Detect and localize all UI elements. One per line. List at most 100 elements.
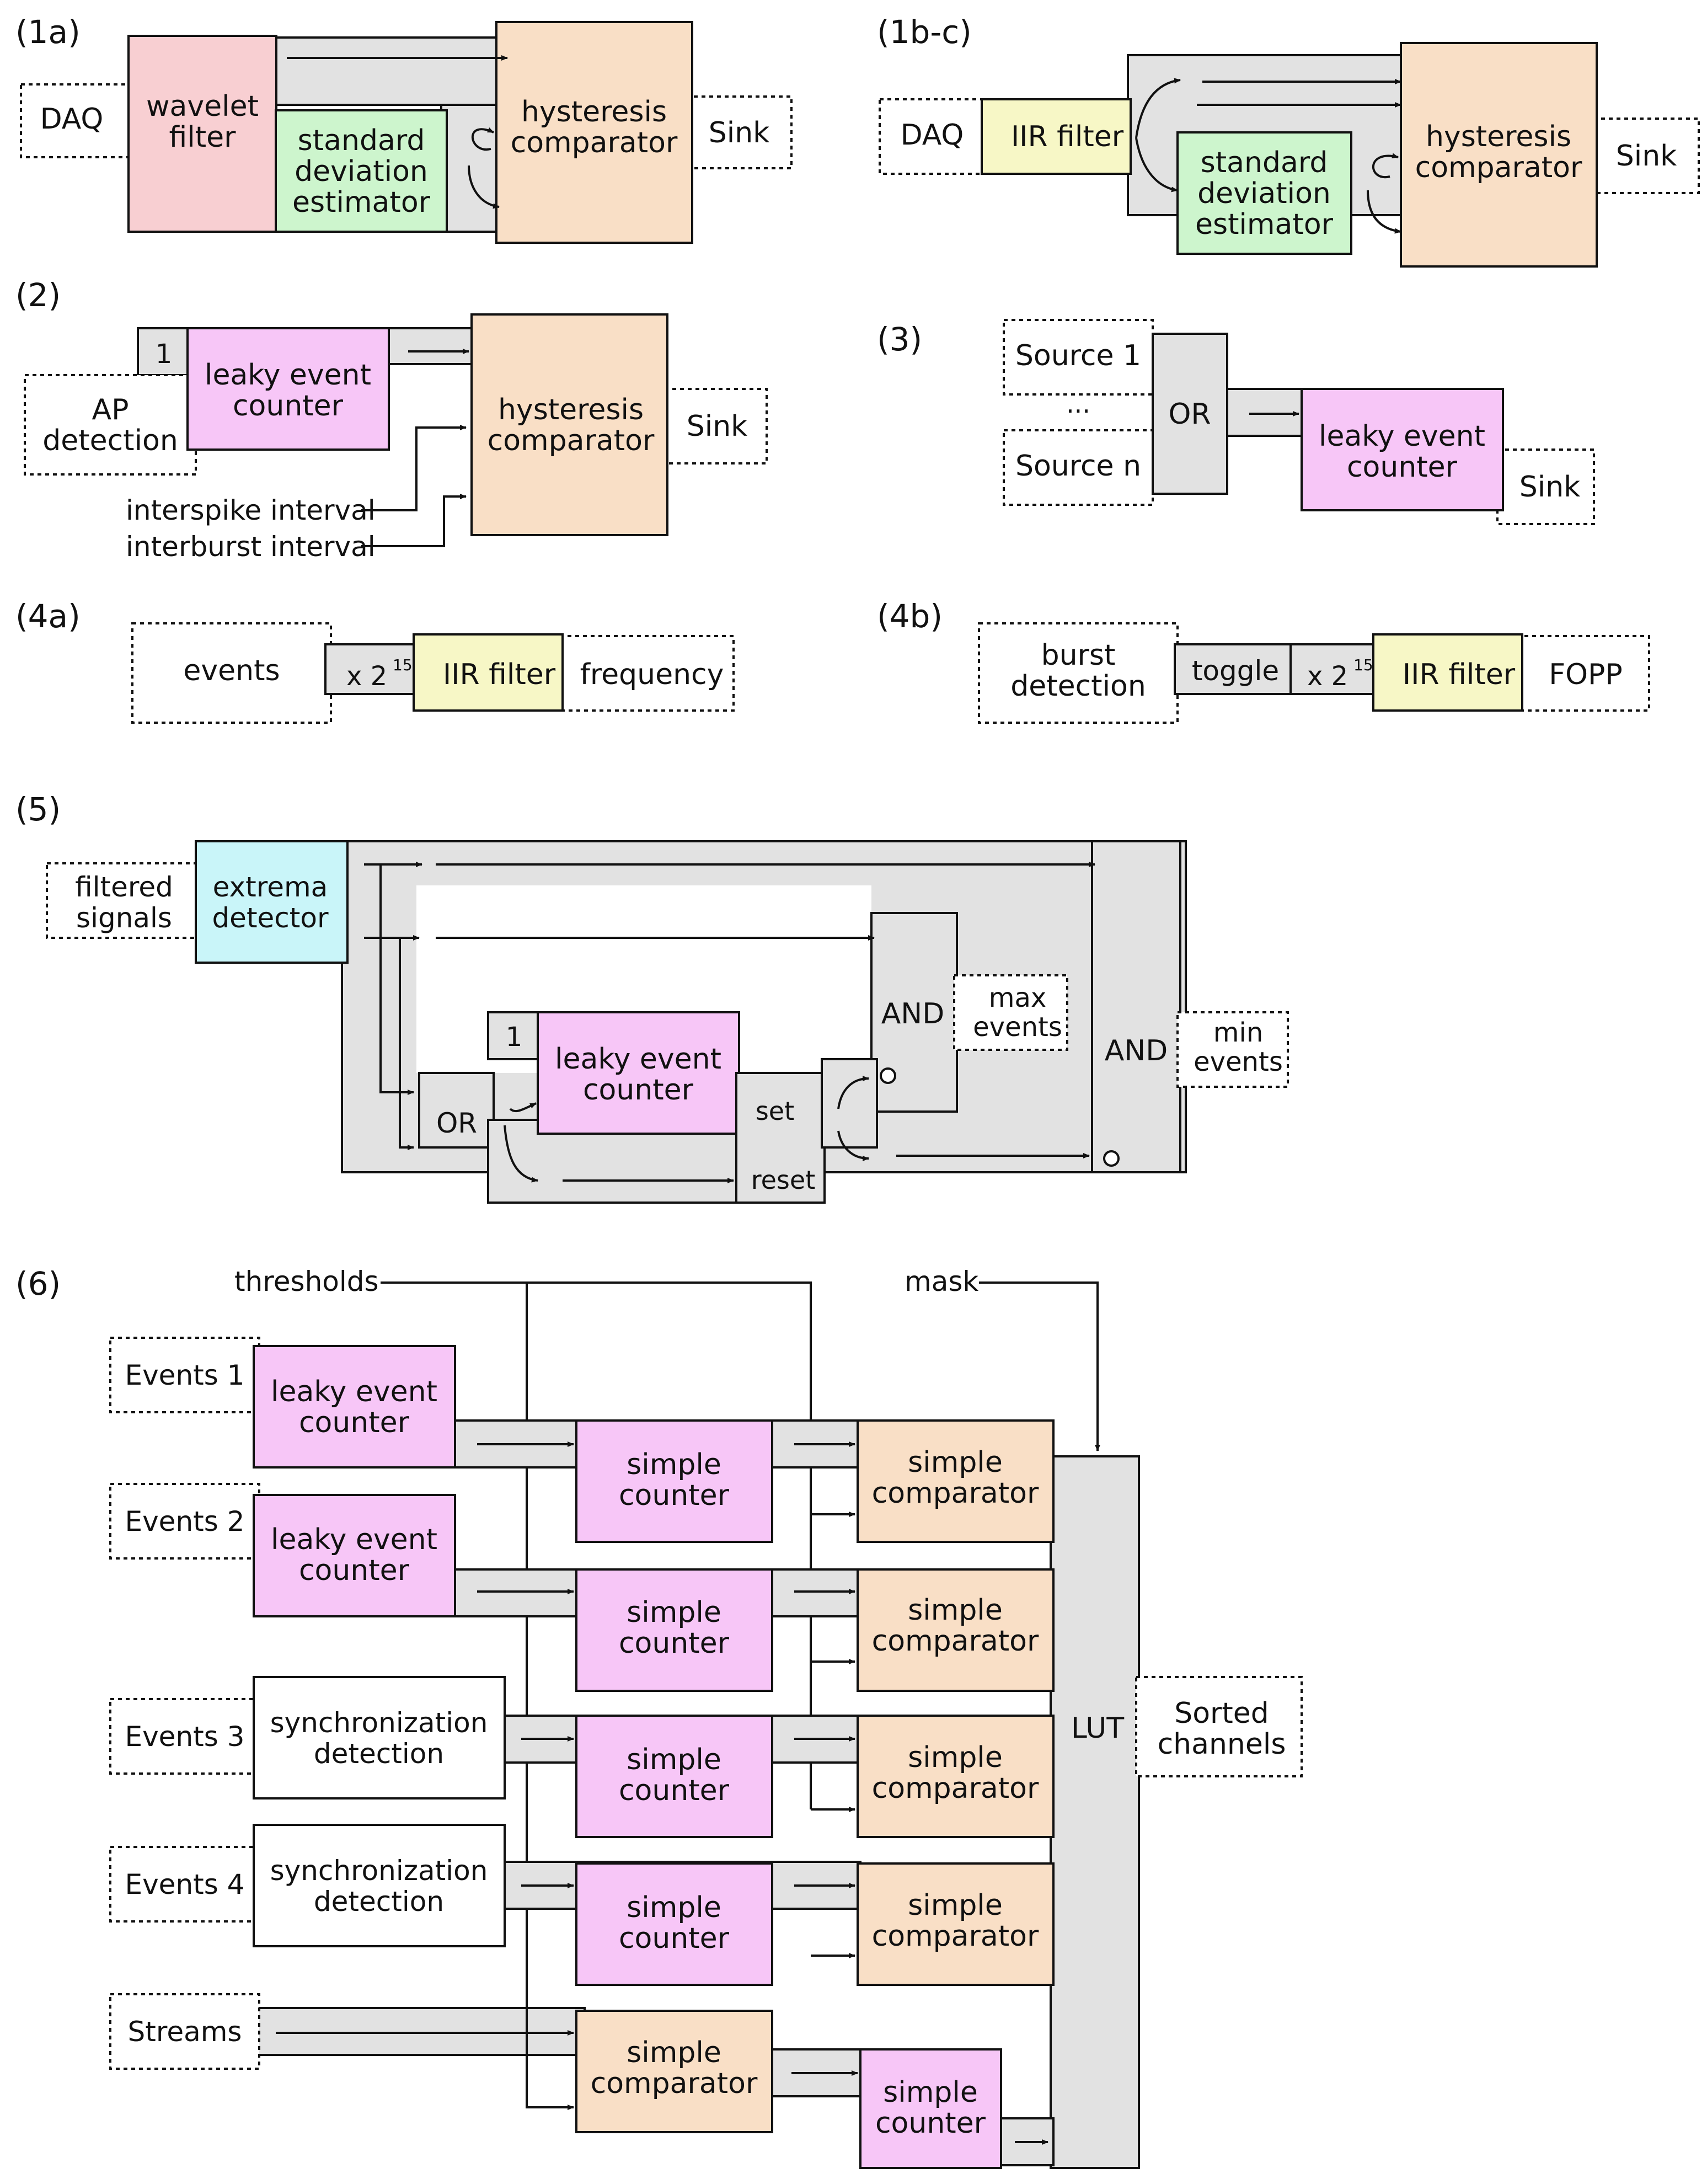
fopp-label: FOPP <box>1549 658 1623 691</box>
daq-label-1a: DAQ <box>40 103 104 136</box>
toggle-label: toggle <box>1192 655 1279 687</box>
comp-streams-line2: comparator <box>591 2067 758 2100</box>
sync-detection-row3 <box>253 1676 506 1799</box>
min-events-line2: events <box>1194 1046 1283 1077</box>
mult-label-4a: x 2 <box>346 661 387 692</box>
extrema-line2: detector <box>212 902 329 934</box>
panel-1a: (1a) DAQ wavelet filter standard deviati… <box>15 13 793 244</box>
leaky-5-line2: counter <box>583 1074 694 1107</box>
panel-4a: (4a) events x 2 15 IIR filter frequency <box>15 597 735 724</box>
lut-block <box>1050 1455 1140 2169</box>
iir-label-1bc: IIR filter <box>1011 120 1124 153</box>
daq-label-1bc: DAQ <box>901 119 964 152</box>
iir-filter-block-4a <box>413 633 564 712</box>
iir-label-4a: IIR filter <box>443 658 556 691</box>
burst-line2: detection <box>1010 670 1146 703</box>
sourcen-label: Source n <box>1015 450 1141 483</box>
frequency-sink <box>559 635 735 712</box>
streams-label: Streams <box>128 2016 242 2048</box>
sink-label-3: Sink <box>1519 471 1581 504</box>
source-n <box>1003 429 1154 506</box>
comp-row1-line2: comparator <box>872 1477 1039 1510</box>
stddev-estimator-block-1a <box>275 109 448 233</box>
comparator-2-line2: comparator <box>488 424 655 457</box>
counter-streams-line2: counter <box>875 2107 986 2140</box>
exp-label-4a: 15 <box>393 656 413 674</box>
counter-row3-line1: simple <box>627 1743 721 1776</box>
iir-filter-block-4b <box>1372 633 1523 712</box>
panel-6: (6) thresholds mask LUT Sorted channels … <box>15 1265 1303 2169</box>
leaky-row1-line2: counter <box>299 1406 410 1439</box>
hysteresis-comparator-block-2 <box>470 313 668 536</box>
counter-row2-line1: simple <box>627 1596 721 1629</box>
leaky-5-line1: leaky event <box>555 1043 721 1076</box>
leaky-counter-block-3 <box>1301 388 1504 511</box>
multiplier-4b <box>1289 643 1380 695</box>
min-events-line1: min <box>1213 1017 1264 1048</box>
events3-label: Events 3 <box>125 1721 245 1753</box>
comp-row3-line1: simple <box>908 1741 1003 1774</box>
or-label-5: OR <box>436 1107 477 1139</box>
sink-label-1a: Sink <box>709 116 770 149</box>
panel-3-label: (3) <box>877 321 922 358</box>
wavelet-filter-block <box>127 35 277 233</box>
iir-label-4b: IIR filter <box>1403 658 1516 691</box>
multiplier-4a <box>324 643 420 695</box>
stddev-estimator-block-1bc <box>1176 131 1352 255</box>
arrow-interspike <box>361 425 467 511</box>
leaky-counter-block-5 <box>537 1011 740 1135</box>
and-gate-min <box>1091 840 1181 1173</box>
or-gate-5 <box>418 1072 495 1149</box>
events-label-4a: events <box>183 654 280 687</box>
simple-comparator-row4 <box>857 1862 1055 1986</box>
simple-comparator-streams <box>575 2010 773 2133</box>
max-events-sink <box>953 974 1068 1051</box>
comp-row3-line2: comparator <box>872 1772 1039 1805</box>
source-1 <box>1003 319 1154 396</box>
mask-label: mask <box>905 1265 978 1297</box>
inverter-min <box>1103 1150 1120 1167</box>
events4-label: Events 4 <box>125 1868 245 1900</box>
filtered-signals-source <box>46 862 208 939</box>
comparator-1bc-line1: hysteresis <box>1426 120 1571 153</box>
comp-row4-line1: simple <box>908 1889 1003 1922</box>
simple-counter-streams <box>859 2048 1002 2169</box>
and-min-label: AND <box>1105 1034 1168 1067</box>
panel-4a-label: (4a) <box>15 597 81 635</box>
sink-label-1bc: Sink <box>1616 140 1677 173</box>
max-events-line1: max <box>989 982 1047 1013</box>
hysteresis-comparator-block-1a <box>495 21 693 244</box>
const-one-label-5: 1 <box>506 1022 523 1053</box>
comparator-1a-line2: comparator <box>511 126 678 159</box>
panel-6-label: (6) <box>15 1265 61 1302</box>
set-label: set <box>756 1096 794 1126</box>
reset-label: reset <box>751 1165 816 1195</box>
arrow-1a-curve-down <box>468 165 500 209</box>
sorted-channels-sink <box>1135 1676 1303 1777</box>
streams-source <box>109 1993 260 2070</box>
comp-row2-line1: simple <box>908 1594 1003 1627</box>
sink-1a <box>677 95 793 169</box>
arrow-5-to-and-min-curve <box>837 1130 869 1161</box>
toggle-block <box>1174 643 1294 695</box>
counter-row1-line2: counter <box>619 1479 730 1512</box>
simple-counter-row2 <box>575 1568 773 1692</box>
wavelet-line1: wavelet <box>146 90 259 123</box>
leaky-3-line2: counter <box>1347 451 1458 484</box>
leaky-row2-line2: counter <box>299 1554 410 1587</box>
events2-source <box>109 1483 260 1560</box>
sorted-line1: Sorted <box>1174 1697 1269 1730</box>
simple-comparator-row2 <box>857 1568 1055 1692</box>
extrema-detector-block <box>195 840 349 964</box>
leaky-counter-row1 <box>253 1345 456 1469</box>
connector-2 <box>382 327 478 365</box>
panel-1a-label: (1a) <box>15 13 81 51</box>
hysteresis-comparator-block-1bc <box>1400 42 1598 268</box>
panel-1bc: (1b-c) DAQ IIR filter standard deviation… <box>877 13 1700 268</box>
simple-counter-row3 <box>575 1715 773 1838</box>
ap-line2: detection <box>42 424 178 457</box>
or-gate-3 <box>1152 333 1228 495</box>
sync-detection-row4 <box>253 1824 506 1947</box>
sync-row4-line1: synchronization <box>270 1855 488 1887</box>
